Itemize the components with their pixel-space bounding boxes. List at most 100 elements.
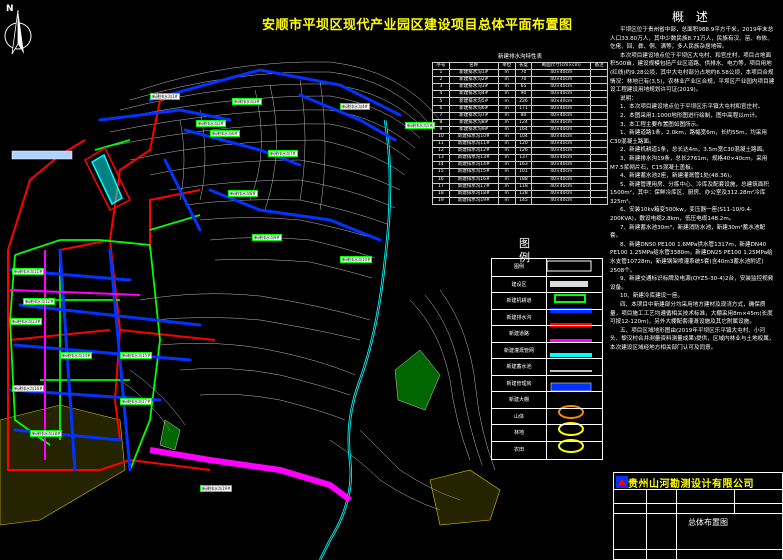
drain-table-cell: m bbox=[497, 147, 516, 156]
overview-paragraph: 5、新建管理用房、分拣中心、冷库及配套设施，总建筑面积1500m²，其中：保鲜冷… bbox=[610, 181, 769, 205]
drain-table-cell bbox=[590, 97, 608, 106]
overview-paragraph: 8、新建DN50 PE100 1.6MPa供水管1317m，新建DN40 PE1… bbox=[610, 241, 773, 274]
legend-label: 新建灌溉管网 bbox=[503, 347, 534, 354]
legend-row: 建设区 bbox=[492, 275, 602, 295]
drain-table-header-cell: 备注 bbox=[590, 61, 608, 71]
drain-table-cell: 163 bbox=[514, 161, 533, 170]
management-building bbox=[84, 146, 131, 212]
company-name: 贵州山河勘测设计有限公司 bbox=[628, 479, 754, 490]
map-label-drain: 新建排水沟15# bbox=[120, 352, 153, 359]
drain-table-cell: 4 bbox=[432, 90, 450, 99]
drain-table-cell: m bbox=[497, 125, 516, 134]
drain-table-cell: 1 bbox=[432, 69, 450, 78]
drain-table-cell: m bbox=[497, 175, 516, 184]
drain-table-cell bbox=[590, 125, 608, 134]
drain-table-cell: m bbox=[497, 161, 516, 170]
drain-table-cell: 90 bbox=[514, 90, 533, 99]
legend-label: 新建大棚 bbox=[508, 397, 529, 403]
drain-table-cell bbox=[590, 196, 608, 205]
drain-table-cell: 40×40cm bbox=[531, 111, 592, 120]
drain-table-cell: 40×40cm bbox=[531, 104, 592, 113]
legend-swatch-mountain bbox=[558, 422, 584, 436]
legend-row: 林地 bbox=[492, 424, 602, 443]
map-label-drain: 新建排水沟1# bbox=[150, 93, 180, 100]
drain-table-cell: 40×40cm bbox=[531, 147, 592, 156]
map-label-drain: 新建排水沟17# bbox=[120, 398, 153, 405]
map-label-drain: 新建排水沟13# bbox=[10, 318, 43, 325]
legend-label: 新建蓄水池 bbox=[506, 364, 532, 370]
legend-row: 新建蓄水池 bbox=[492, 358, 602, 377]
legend-row: 新建管理房 bbox=[492, 374, 602, 394]
drain-table-cell: 新建排水沟8# bbox=[448, 118, 499, 127]
drain-table-cell: m bbox=[497, 104, 516, 113]
overview-paragraph: 1、新建道路1条，2.0km，路幅宽6m，长约55m，均采用C30混凝土路面。 bbox=[610, 130, 767, 145]
overview-paragraph: 本次项目建设地点位于平坝区大屯村、和官庄村，项目占地面积500亩，建设规模包括产… bbox=[610, 52, 775, 94]
drain-table-cell bbox=[590, 69, 608, 78]
overview-heading: 概 述 bbox=[672, 10, 712, 24]
drain-table-cell: 128 bbox=[514, 189, 533, 198]
legend-box: 图例建设区新建机耕道新建排水沟新建道路新建灌溉管网新建蓄水池新建管理房新建大棚山… bbox=[491, 258, 603, 460]
drain-table-cell: m bbox=[497, 189, 516, 198]
legend-swatch-boundary bbox=[546, 260, 592, 272]
drain-table-cell: 40×40cm bbox=[531, 97, 592, 106]
drain-table-cell: 14 bbox=[432, 161, 450, 170]
legend-label: 新建管理房 bbox=[506, 380, 532, 387]
drain-table-cell bbox=[590, 161, 608, 170]
legend-row: 农田 bbox=[492, 440, 602, 460]
drain-table-cell: m bbox=[497, 111, 516, 120]
map-label-drain: 新建排水沟11# bbox=[12, 268, 45, 275]
drain-table-header-cell: 断面尺寸(cm×cm) bbox=[531, 61, 592, 71]
drain-table-cell bbox=[590, 118, 608, 127]
drain-table-cell: 新建排水沟4# bbox=[448, 90, 499, 99]
map-label-drain: 新建排水沟6# bbox=[210, 130, 240, 137]
legend-label: 新建道路 bbox=[508, 331, 529, 337]
drain-table-cell: 70 bbox=[514, 76, 533, 85]
drain-table-cell: 6 bbox=[432, 104, 450, 113]
drain-table-cell: 40×40cm bbox=[531, 132, 592, 142]
map-label-drain: 新建排水沟12# bbox=[23, 298, 56, 305]
legend-label: 建设区 bbox=[511, 281, 527, 288]
title-block: 贵州山河勘测设计有限公司 总体布置图 bbox=[613, 472, 783, 560]
drain-table-cell: 15 bbox=[432, 168, 450, 177]
vegetation-patch bbox=[159, 349, 441, 451]
drain-table-cell: 新建排水沟14# bbox=[448, 161, 499, 170]
drain-table-cell bbox=[590, 140, 608, 149]
drain-table-cell: 40×40cm bbox=[531, 154, 592, 163]
drain-table-cell: 新建排水沟1# bbox=[448, 69, 499, 78]
drain-table-cell: 40×40cm bbox=[531, 118, 592, 127]
road-network bbox=[7, 99, 216, 471]
legend-label: 图例 bbox=[513, 264, 524, 270]
map-label-drain: 新建排水沟3# bbox=[232, 98, 262, 105]
legend-row: 图例 bbox=[492, 259, 602, 277]
overview-paragraph: 平坝区位于贵州省中部，总面积988.9平方千米，2019年末总人口33.80万人… bbox=[610, 27, 774, 51]
legend-label: 林地 bbox=[513, 430, 524, 436]
drain-table-cell: 171 bbox=[514, 104, 533, 113]
contour-lines bbox=[109, 61, 496, 511]
drain-table-cell: 8 bbox=[432, 118, 450, 127]
drain-table-cell: 新建排水沟9# bbox=[448, 125, 499, 134]
drain-table-cell: 40×40cm bbox=[531, 182, 592, 191]
drain-table-title: 新建排水沟特性表 bbox=[497, 54, 542, 60]
drain-table-cell: 101 bbox=[514, 168, 533, 177]
legend-swatch-farm-road bbox=[554, 294, 586, 303]
drain-table-cell: 80 bbox=[514, 111, 533, 120]
planning-boundary-bar bbox=[11, 150, 73, 160]
drain-table-cell: 40×40cm bbox=[531, 196, 592, 205]
drain-table-header-row: 序号名称单位长度断面尺寸(cm×cm)备注 bbox=[432, 61, 608, 71]
drain-table-cell: 新建排水沟13# bbox=[448, 154, 499, 163]
map-label-drain: 新建排水沟10# bbox=[340, 256, 373, 263]
drain-table-cell: m bbox=[497, 118, 516, 127]
drain-table-cell: 65 bbox=[514, 83, 533, 92]
drain-table-cell: 19 bbox=[432, 196, 450, 205]
drain-table-cell: 新建排水沟18# bbox=[448, 189, 499, 198]
